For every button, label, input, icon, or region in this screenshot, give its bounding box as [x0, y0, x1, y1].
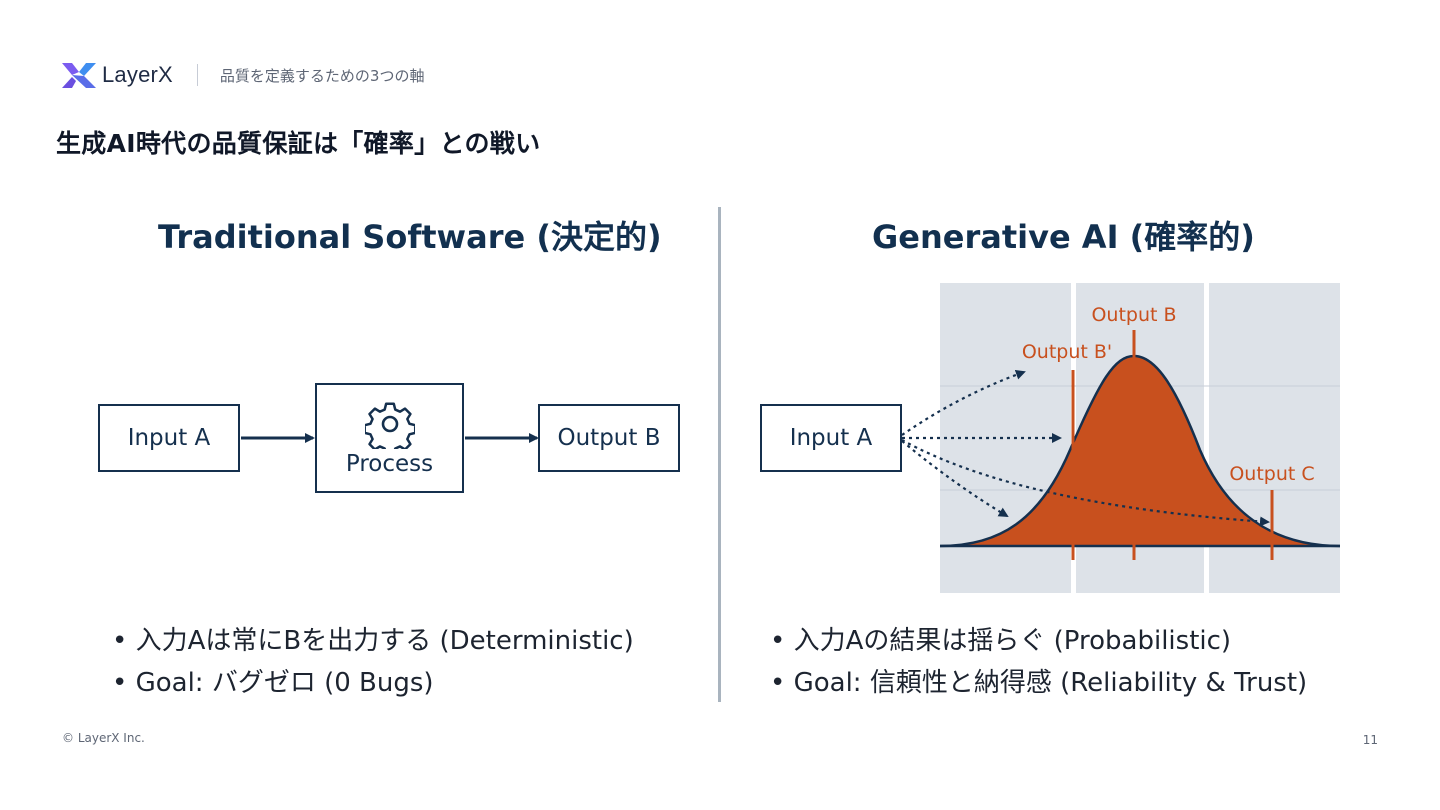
- input-a-label: Input A: [127, 425, 211, 451]
- traditional-bullets: • 入力Aは常にBを出力する (Deterministic) • Goal: バ…: [112, 622, 634, 706]
- label-output-b-prime: Output B': [1022, 341, 1112, 363]
- output-b-box: Output B: [538, 404, 680, 472]
- bullet-item: • Goal: 信頼性と納得感 (Reliability & Trust): [770, 668, 1308, 698]
- gear-icon: [364, 402, 415, 449]
- dotted-arrow-to-b-prime: [901, 370, 1026, 436]
- header-subtitle: 品質を定義するための3つの軸: [219, 66, 425, 85]
- bullet-item: • Goal: バグゼロ (0 Bugs): [112, 668, 434, 698]
- dotted-arrow-down: [901, 440, 1009, 518]
- footer-copyright: © LayerX Inc.: [62, 731, 145, 745]
- generative-heading: Generative AI (確率的): [872, 218, 1255, 256]
- label-output-c: Output C: [1229, 463, 1314, 485]
- header-separator: [196, 64, 198, 86]
- column-divider: [718, 207, 721, 702]
- bullet-item: • 入力Aの結果は揺らぐ (Probabilistic): [770, 626, 1232, 656]
- input-a-box: Input A: [98, 404, 240, 472]
- traditional-heading: Traditional Software (決定的): [158, 218, 662, 256]
- page-number: 11: [1362, 733, 1378, 747]
- output-b-label: Output B: [557, 425, 661, 451]
- logo-text: LayerX: [102, 62, 173, 87]
- layerx-logo-icon: [62, 63, 96, 88]
- input-a-box-generative: Input A: [760, 404, 902, 472]
- generative-bullets: • 入力Aの結果は揺らぐ (Probabilistic) • Goal: 信頼性…: [770, 622, 1307, 706]
- probability-distribution-curve: [940, 356, 1340, 546]
- bullet-item: • 入力Aは常にBを出力する (Deterministic): [112, 626, 634, 656]
- input-a-label-generative: Input A: [789, 425, 873, 451]
- label-output-b: Output B: [1091, 304, 1176, 326]
- page-title: 生成AI時代の品質保証は「確率」との戦い: [56, 129, 541, 158]
- header: LayerX 品質を定義するための3つの軸: [62, 60, 424, 90]
- dotted-arrow-to-c: [901, 439, 1270, 527]
- process-label: Process: [345, 451, 434, 477]
- process-box: Process: [315, 383, 464, 493]
